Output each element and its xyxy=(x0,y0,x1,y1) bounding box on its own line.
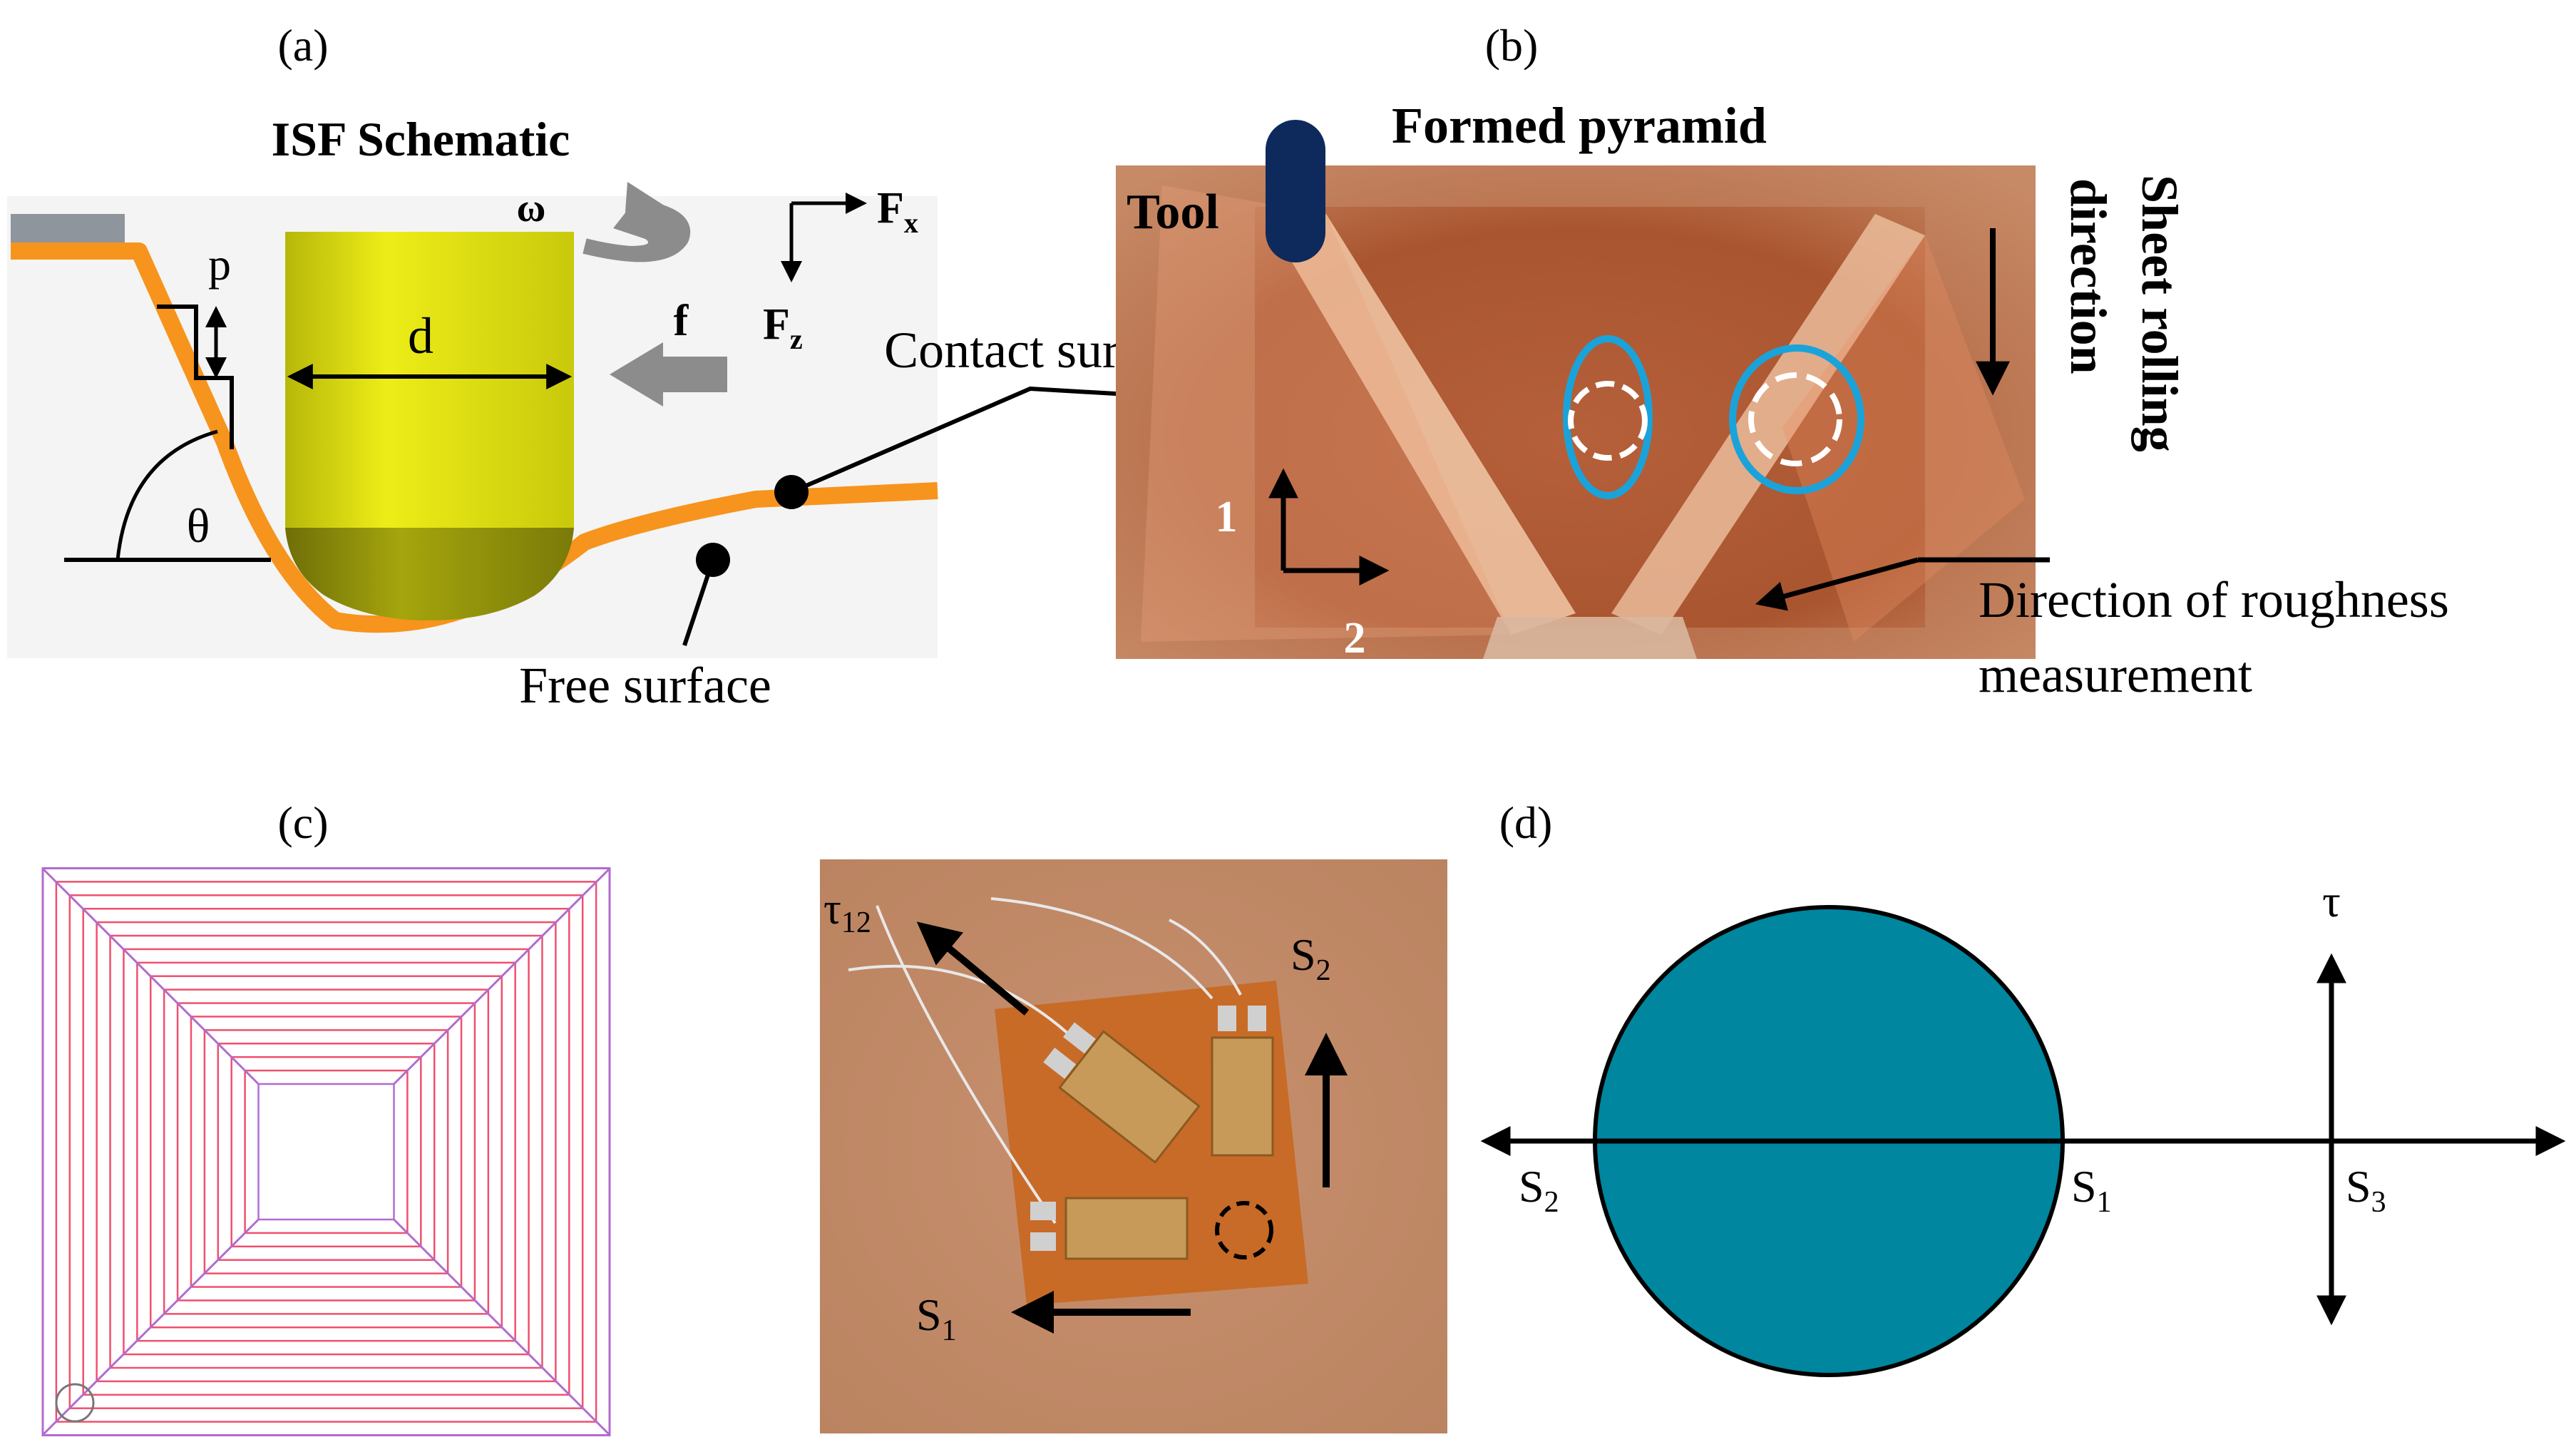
mohr-s1-label: S1 xyxy=(2071,1161,2112,1219)
measurement-ellipse-right xyxy=(1729,344,1864,494)
toolpath-contour xyxy=(68,894,584,1409)
toolpath-contour xyxy=(41,867,611,1436)
omega-symbol: ω xyxy=(517,186,546,230)
roughness-label-line1: Direction of roughness xyxy=(1979,571,2449,628)
measurement-ellipse-left xyxy=(1563,335,1653,499)
pyramid-flange xyxy=(1116,165,2036,659)
panel-a-label: (a) xyxy=(277,20,328,71)
toolpath-contour xyxy=(217,1043,436,1261)
panel-c: (c) xyxy=(41,797,1447,1436)
step-down-staircase xyxy=(157,305,234,449)
free-surface-label: Free surface xyxy=(519,657,771,714)
toolpath-diagonal xyxy=(393,867,611,1085)
rotation-arrowhead xyxy=(624,182,677,232)
tau12-arrow xyxy=(916,921,1030,1016)
toolpath-contour xyxy=(136,961,516,1342)
tau-axis-label: τ xyxy=(2322,876,2341,926)
s2-label: S2 xyxy=(1290,929,1331,987)
pyramid-right-wall-glow xyxy=(1782,235,2025,642)
axis-1-label: 1 xyxy=(1216,493,1238,541)
pyramid-left-wall-glow xyxy=(1141,185,1512,642)
pyramid-right-wall xyxy=(1611,214,1925,635)
lead-wire-1 xyxy=(848,964,1085,1050)
panel-d: (d) τ S2 S1 S3 xyxy=(1480,797,2566,1377)
free-surface-leader xyxy=(682,559,715,646)
s1-label: S1 xyxy=(916,1289,957,1347)
tool-body xyxy=(285,232,574,528)
toolpath-diagonal xyxy=(41,867,260,1085)
lead-wire-3 xyxy=(990,897,1213,1000)
isf-schematic-title: ISF Schematic xyxy=(272,112,570,166)
axis-2-label: 2 xyxy=(1344,614,1366,663)
mohr-s2-label: S2 xyxy=(1519,1161,1559,1219)
panel-b: (b) Formed pyramid Tool Sheet rolling di… xyxy=(1116,20,2449,703)
pyramid-floor xyxy=(1483,617,1697,659)
measurement-circle-left xyxy=(1568,381,1648,461)
sheet-rolling-label-line1: Sheet rolling xyxy=(2131,175,2188,452)
lead-wire-4 xyxy=(1169,919,1242,996)
gauge-center-marker xyxy=(1215,1201,1273,1259)
fz-label: Fz xyxy=(763,300,803,355)
toolpath-contour xyxy=(150,975,503,1329)
step-down-label: p xyxy=(208,239,231,290)
toolpath-start-marker xyxy=(55,1383,95,1423)
strain-gauge-photo: τ12 S2 S1 xyxy=(820,859,1447,1433)
toolpath-contour xyxy=(82,907,570,1396)
toolpath-contour xyxy=(55,881,597,1423)
measurement-circle-right xyxy=(1748,372,1842,466)
fx-label: Fx xyxy=(877,184,918,239)
tool-tip xyxy=(285,528,574,620)
toolpath-contour xyxy=(96,921,557,1383)
roughness-label-line2: measurement xyxy=(1979,646,2252,703)
sheet-rolling-label-line2: direction xyxy=(2060,178,2117,374)
toolpath-contour xyxy=(257,1083,395,1221)
tau12-label: τ12 xyxy=(823,885,871,939)
toolpath-contour xyxy=(163,988,490,1315)
roughness-direction-arrow xyxy=(1755,557,1919,611)
mohr-s3-label: S3 xyxy=(2346,1161,2386,1219)
feed-arrow xyxy=(610,342,727,407)
rosette-gauge-diagonal xyxy=(1043,1022,1201,1164)
panel-d-label: (d) xyxy=(1499,797,1553,848)
toolpath-diagonal xyxy=(41,1218,260,1436)
toolpath-contour xyxy=(244,1069,409,1234)
blank-holder-clamp xyxy=(11,214,125,244)
toolpath-contour xyxy=(190,1016,463,1288)
diameter-label: d xyxy=(408,307,433,364)
rotation-arrow xyxy=(592,201,679,259)
lead-wire-2 xyxy=(876,905,1057,1225)
toolpath-plot xyxy=(41,867,611,1436)
toolpath-contour xyxy=(176,1002,476,1302)
tool-label: Tool xyxy=(1127,185,1219,240)
feed-label: f xyxy=(674,297,689,345)
toolpath-contour xyxy=(109,934,543,1369)
wall-angle-label: θ xyxy=(187,499,210,553)
panel-b-label: (b) xyxy=(1485,20,1539,71)
toolpath-contour xyxy=(230,1055,422,1248)
toolpath-contour xyxy=(203,1029,449,1274)
rosette-gauge-vertical xyxy=(1211,1006,1274,1157)
tool-pill xyxy=(1266,120,1325,262)
formed-pyramid-title: Formed pyramid xyxy=(1392,97,1767,154)
toolpath-diagonal xyxy=(393,1218,611,1436)
wall-angle-arc xyxy=(116,429,218,561)
panel-c-label: (c) xyxy=(277,797,328,848)
toolpath-contour xyxy=(123,948,530,1356)
panel-a: (a) ISF Schematic ω Fx Fz f p d θ xyxy=(7,20,1290,714)
rosette-gauge-horizontal xyxy=(1030,1197,1189,1260)
pyramid-left-wall xyxy=(1276,214,1576,635)
